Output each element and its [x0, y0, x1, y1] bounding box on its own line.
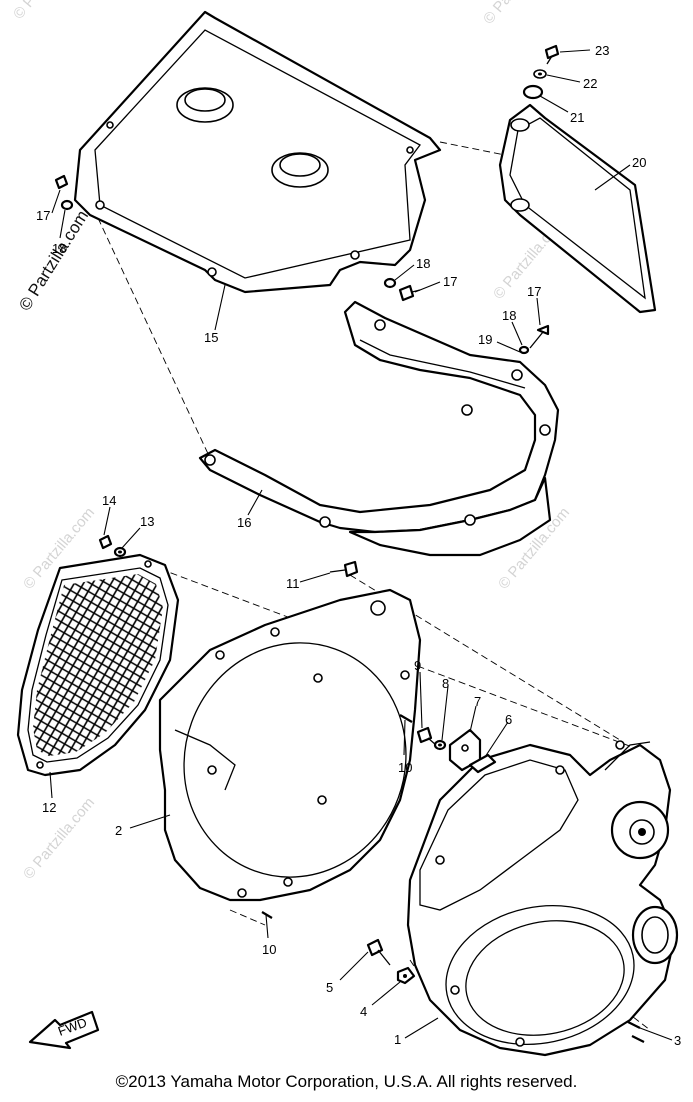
callout-3: 3: [674, 1033, 681, 1048]
callout-12: 12: [42, 800, 56, 815]
callout-6: 6: [505, 712, 512, 727]
callout-17: 17: [36, 208, 50, 223]
callout-10: 10: [398, 760, 412, 775]
callout-10: 10: [262, 942, 276, 957]
fwd-arrow-icon: FWD: [28, 1010, 100, 1050]
callout-7: 7: [474, 694, 481, 709]
watermark-faded: © Partzilla.com: [480, 0, 558, 28]
callout-17: 17: [443, 274, 457, 289]
crankcase-cover-part-1: [406, 740, 679, 1057]
bracket-part-16: [198, 300, 560, 557]
callout-20: 20: [632, 155, 646, 170]
callout-22: 22: [583, 76, 597, 91]
upper-cover-part-15: [73, 10, 442, 294]
callout-4: 4: [360, 1004, 367, 1019]
side-plate-part-20: [498, 103, 657, 314]
callout-11: 11: [286, 576, 300, 591]
callout-21: 21: [570, 110, 584, 125]
callout-14: 14: [102, 493, 116, 508]
plate-part-6: [468, 753, 497, 774]
watermark-faded: © Partzilla.com: [20, 794, 98, 882]
watermark-faded: © Partzilla.com: [10, 0, 88, 23]
leader-lines: [49, 49, 673, 1041]
callout-5: 5: [326, 980, 333, 995]
callout-18: 18: [52, 241, 66, 256]
fan-shroud-part-2: [158, 588, 422, 902]
callout-8: 8: [442, 676, 449, 691]
callout-19: 19: [478, 332, 492, 347]
watermark-main: © Partzilla.com: [15, 207, 92, 314]
callout-18: 18: [502, 308, 516, 323]
callout-17: 17: [527, 284, 541, 299]
callout-1: 1: [394, 1032, 401, 1047]
callout-13: 13: [140, 514, 154, 529]
callouts: 23 22 21 20 17 18 18 17 17 18 19 15 16 1…: [36, 43, 681, 1048]
callout-16: 16: [237, 515, 251, 530]
callout-18: 18: [416, 256, 430, 271]
callout-23: 23: [595, 43, 609, 58]
callout-9: 9: [414, 658, 421, 673]
fasteners: [54, 44, 645, 1043]
screen-part-12: [16, 553, 180, 777]
copyright-notice: ©2013 Yamaha Motor Corporation, U.S.A. A…: [115, 1072, 578, 1091]
callout-15: 15: [204, 330, 218, 345]
callout-2: 2: [115, 823, 122, 838]
